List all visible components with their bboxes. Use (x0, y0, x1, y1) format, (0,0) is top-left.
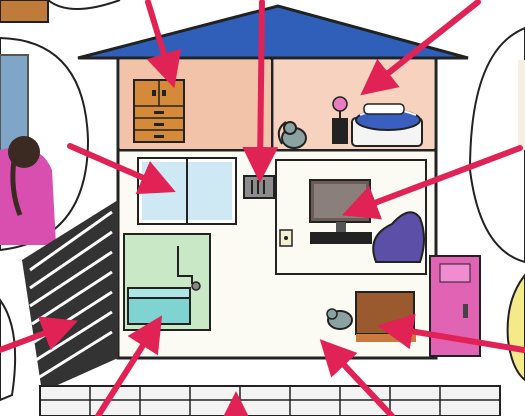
lamp-icon (332, 96, 348, 144)
bathtub-icon (127, 287, 191, 325)
wall-switch-icon (243, 175, 275, 199)
arrow-icon (95, 315, 163, 416)
roof (77, 4, 469, 60)
arrow-icon (242, 0, 279, 183)
arrow-icon (341, 145, 523, 220)
sleeping-cat-icon (277, 121, 307, 149)
arrow-icon (145, 0, 182, 89)
box-icon (355, 291, 416, 342)
arrow-icon (360, 0, 481, 96)
faucet-icon (177, 246, 201, 291)
cabinet-icon (133, 79, 185, 143)
arrow-icon (67, 143, 176, 195)
bottom-right-bubble (506, 273, 525, 382)
television-icon (309, 179, 372, 244)
arrow-icon (319, 339, 395, 416)
door-icon (429, 255, 481, 357)
bed-icon (351, 103, 423, 147)
window-icon (137, 157, 237, 225)
arrow-icon (0, 316, 79, 353)
armchair-icon (372, 211, 425, 263)
top-right-bubble (468, 26, 525, 264)
sleeping-cat-icon (326, 308, 353, 330)
power-outlet-icon (279, 229, 293, 247)
top-left-bubble (0, 0, 121, 23)
left-bubble (0, 36, 90, 252)
arrow-icon (377, 313, 525, 353)
